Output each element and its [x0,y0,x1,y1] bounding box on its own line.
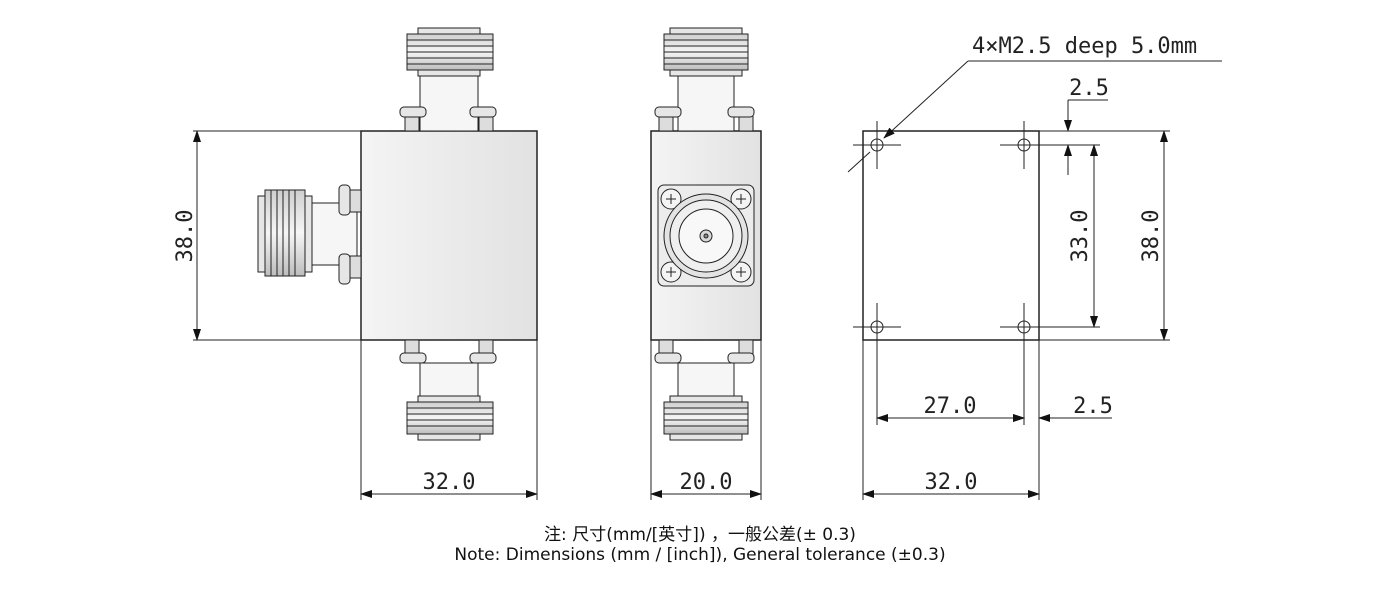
note-english: Note: Dimensions (mm / [inch]), General … [454,545,946,565]
right-offset-dimension [1000,340,1112,500]
note-chinese: 注: 尺寸(mm/[英寸]) ，一般公差(± 0.3) [544,525,856,545]
side-width-dimension [650,340,762,500]
side-width-label: 20.0 [680,470,733,495]
mounting-height-dimension [1039,130,1170,341]
top-offset-dimension [1039,99,1108,175]
mounting-width-dimension [862,340,1040,500]
front-view [193,27,538,500]
mounting-view [847,60,1222,500]
mounting-height-label: 38.0 [1139,210,1164,263]
side-top-connector [654,27,755,132]
hole-spacing-v-dimension [1039,144,1100,328]
front-height-dimension [193,130,361,341]
side-view [650,27,762,500]
front-bottom-connector [399,339,497,441]
mounting-hole [853,303,901,425]
front-width-dimension [360,340,538,500]
top-offset-label: 2.5 [1069,76,1109,101]
side-bottom-connector [654,339,755,441]
hole-spacing-h-label: 27.0 [924,394,977,419]
mounting-width-label: 32.0 [925,470,978,495]
front-width-label: 32.0 [423,470,476,495]
front-body [360,130,538,341]
hole-callout-leader [847,60,1222,173]
side-face-connector [657,184,755,287]
hole-spacing-v-label: 33.0 [1068,210,1093,263]
front-side-connector [257,184,362,285]
hole-callout-label: 4×M2.5 deep 5.0mm [972,34,1197,59]
mounting-hole [1000,303,1048,425]
right-offset-label: 2.5 [1073,394,1113,419]
mounting-plate [862,130,1040,341]
mounting-hole [853,121,901,169]
front-top-connector [399,27,497,132]
front-height-label: 38.0 [173,210,198,263]
